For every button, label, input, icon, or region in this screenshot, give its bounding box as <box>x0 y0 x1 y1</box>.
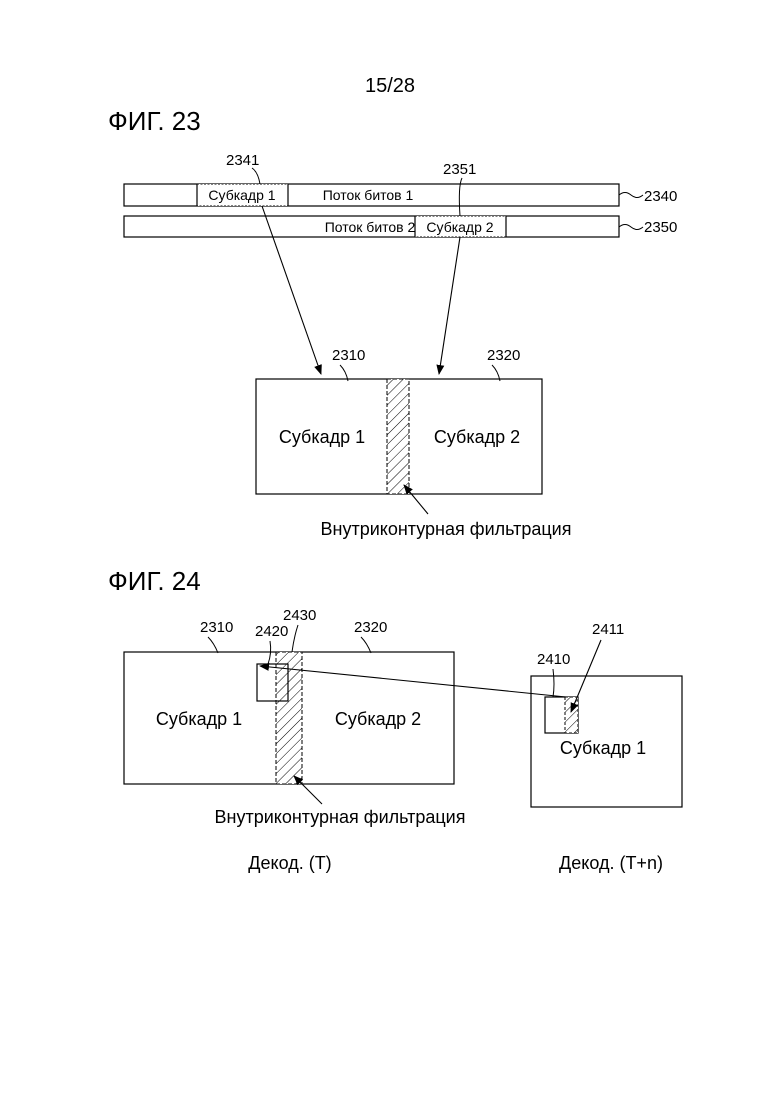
block-2420-ref: 2420 <box>255 623 288 640</box>
fig24-frame-tn: Субкадр 1 2410 2411 Декод. (T+n) <box>531 621 682 873</box>
frame-t-caption: Декод. (T) <box>248 853 331 873</box>
bitstream-2-subframe-label: Субкадр 2 <box>426 219 493 235</box>
frame-23-left-ref: 2310 <box>332 347 365 364</box>
frame-23-right-label: Субкадр 2 <box>434 427 520 447</box>
frame-t-right-ref: 2320 <box>354 619 387 636</box>
filter-caption: Внутриконтурная фильтрация <box>321 519 572 539</box>
mapping-arrow-subframe-2 <box>439 237 460 374</box>
figure-23-title: ФИГ. 23 <box>108 106 201 136</box>
bitstream-1-ref: 2340 <box>644 188 677 205</box>
frame-tn-caption: Декод. (T+n) <box>559 853 663 873</box>
filter-2430-ref: 2430 <box>283 607 316 624</box>
figure-23: ФИГ. 23 Субкадр 1 Поток битов 1 2340 234… <box>108 106 677 539</box>
figure-24-title: ФИГ. 24 <box>108 566 201 596</box>
frame-23-right-ref: 2320 <box>487 347 520 364</box>
figure-24: ФИГ. 24 Субкадр 1 Субкадр 2 2310 2320 24… <box>108 566 682 873</box>
bitstream-1-subframe-label: Субкадр 1 <box>208 187 275 203</box>
subframe-2341-ref: 2341 <box>226 152 259 169</box>
frame-tn-label: Субкадр 1 <box>560 738 646 758</box>
fig24-frame-t: Субкадр 1 Субкадр 2 2310 2320 2420 2430 … <box>124 607 465 873</box>
bitstream-1: Субкадр 1 Поток битов 1 2340 2341 <box>124 152 677 206</box>
filter-2430-leader <box>292 625 298 652</box>
frame-t-right-label: Субкадр 2 <box>335 709 421 729</box>
frame-t-right-leader <box>361 637 371 653</box>
current-block-hatched-part-2411 <box>565 697 578 733</box>
subframe-2341-leader <box>252 168 260 184</box>
frame-t-left-ref: 2310 <box>200 619 233 636</box>
bitstream-1-label: Поток битов 1 <box>323 187 414 203</box>
block-2410-ref: 2410 <box>537 651 570 668</box>
bitstream-1-leader <box>619 193 643 198</box>
bitstream-2-label: Поток битов 2 <box>325 219 416 235</box>
in-loop-filter-region <box>387 379 409 494</box>
frame-t-left-leader <box>208 637 218 653</box>
page-number: 15/28 <box>365 75 415 97</box>
hatch-2411-ref: 2411 <box>592 621 624 638</box>
frame-23-left-label: Субкадр 1 <box>279 427 365 447</box>
frame-t-filter-region <box>276 652 302 784</box>
fig23-frame: Субкадр 1 Субкадр 2 2310 2320 Внутриконт… <box>256 347 571 539</box>
subframe-2351-ref: 2351 <box>443 161 476 178</box>
bitstream-2-ref: 2350 <box>644 219 677 236</box>
frame-t-left-label: Субкадр 1 <box>156 709 242 729</box>
bitstream-2-leader <box>619 225 643 230</box>
frame-t-filter-caption: Внутриконтурная фильтрация <box>215 807 466 827</box>
